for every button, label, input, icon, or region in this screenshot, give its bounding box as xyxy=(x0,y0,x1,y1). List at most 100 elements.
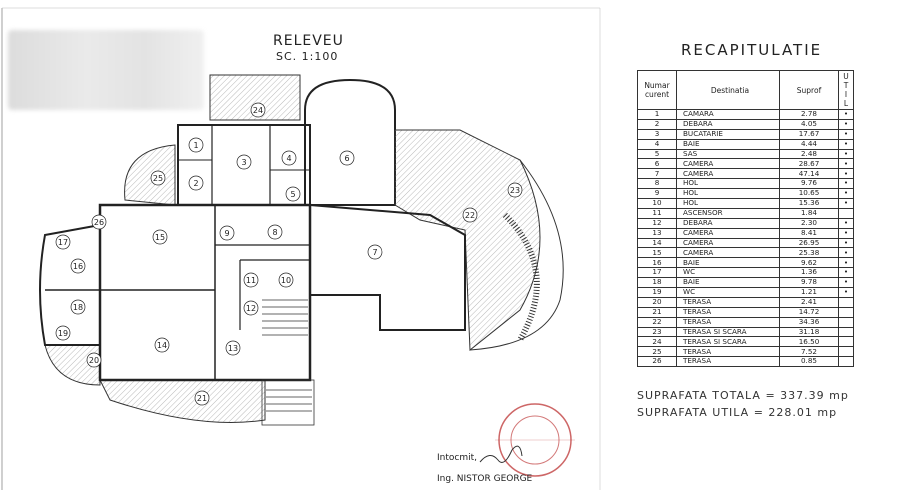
room-label-7: 7 xyxy=(372,248,377,257)
room-label-6: 6 xyxy=(344,154,349,163)
cell-ut: • xyxy=(838,267,854,279)
cell-ut xyxy=(838,296,854,308)
room-label-4: 4 xyxy=(286,154,291,163)
cell-dest: HOL xyxy=(676,188,780,200)
cell-sup: 9.76 xyxy=(779,178,839,190)
total-value: = 337.39 mp xyxy=(765,389,849,402)
cell-dest: TERASA xyxy=(676,316,780,328)
cell-nr: 21 xyxy=(637,306,677,318)
cell-dest: DEBARA xyxy=(676,118,780,130)
room-label-24: 24 xyxy=(253,106,263,115)
floor-plan-drawing: 1 2 3 4 5 6 7 8 9 10 11 12 13 14 15 16 1… xyxy=(1,7,601,490)
cell-sup: 26.95 xyxy=(779,237,839,249)
cell-nr: 8 xyxy=(637,178,677,190)
util-area: SUPRAFATA UTILA = 228.01 mp xyxy=(637,406,837,419)
cell-ut xyxy=(838,346,854,358)
cell-ut: • xyxy=(838,247,854,259)
cell-ut: • xyxy=(838,109,854,120)
cell-nr: 4 xyxy=(637,138,677,150)
cell-ut: • xyxy=(838,227,854,239)
cell-nr: 3 xyxy=(637,128,677,140)
cell-nr: 15 xyxy=(637,247,677,259)
cell-dest: HOL xyxy=(676,178,780,190)
header-nr: Numar curent xyxy=(637,70,677,110)
room-label-21: 21 xyxy=(197,394,207,403)
cell-sup: 2.48 xyxy=(779,148,839,160)
util-label: SUPRAFATA UTILA xyxy=(637,406,750,419)
cell-dest: HOL xyxy=(676,198,780,209)
room-label-16: 16 xyxy=(73,262,83,271)
cell-ut: • xyxy=(838,277,854,289)
room-label-10: 10 xyxy=(281,276,291,285)
cell-nr: 19 xyxy=(637,287,677,298)
plan-scale: SC. 1:100 xyxy=(276,50,339,63)
room-label-14: 14 xyxy=(157,341,167,350)
recap-sheet: RECAPITULATIE Numar curent Destinatia Su… xyxy=(606,0,900,495)
room-label-23: 23 xyxy=(510,186,520,195)
cell-ut xyxy=(838,306,854,318)
cell-dest: ASCENSOR xyxy=(676,207,780,219)
cell-ut: • xyxy=(838,138,854,150)
room-label-17: 17 xyxy=(58,238,68,247)
cell-nr: 2 xyxy=(637,118,677,130)
cell-ut: • xyxy=(838,128,854,140)
cell-sup: 4.44 xyxy=(779,138,839,150)
room-label-18: 18 xyxy=(73,303,83,312)
room-label-11: 11 xyxy=(246,276,256,285)
cell-nr: 13 xyxy=(637,227,677,239)
signature xyxy=(479,445,523,463)
room-label-13: 13 xyxy=(228,344,238,353)
cell-nr: 26 xyxy=(637,356,677,368)
room-label-2: 2 xyxy=(193,179,198,188)
cell-nr: 24 xyxy=(637,336,677,348)
plan-title: RELEVEU xyxy=(273,33,344,49)
cell-nr: 10 xyxy=(637,198,677,209)
cell-ut: • xyxy=(838,198,854,209)
cell-sup: 2.30 xyxy=(779,217,839,229)
cell-nr: 25 xyxy=(637,346,677,358)
cell-sup: 31.18 xyxy=(779,326,839,338)
room-label-22: 22 xyxy=(465,211,475,220)
cell-sup: 1.36 xyxy=(779,267,839,279)
cell-dest: CAMERA xyxy=(676,237,780,249)
room-label-3: 3 xyxy=(241,158,246,167)
cell-nr: 14 xyxy=(637,237,677,249)
recap-title: RECAPITULATIE xyxy=(681,41,823,59)
cell-dest: WC xyxy=(676,287,780,298)
cell-ut: • xyxy=(838,158,854,170)
cell-sup: 10.65 xyxy=(779,188,839,200)
cell-dest: TERASA SI SCARA xyxy=(676,326,780,338)
cell-ut: • xyxy=(838,118,854,130)
cell-sup: 25.38 xyxy=(779,247,839,259)
cell-ut: • xyxy=(838,188,854,200)
room-label-9: 9 xyxy=(224,229,229,238)
header-sup: Suprof xyxy=(779,70,839,110)
cell-nr: 7 xyxy=(637,168,677,180)
cell-ut: • xyxy=(838,168,854,180)
room-label-20: 20 xyxy=(89,356,99,365)
cell-dest: DEBARA xyxy=(676,217,780,229)
cell-ut xyxy=(838,326,854,338)
cell-ut xyxy=(838,356,854,368)
room-label-26: 26 xyxy=(94,218,104,227)
author-name: Ing. NISTOR GEORGE xyxy=(437,474,533,484)
cell-nr: 6 xyxy=(637,158,677,170)
cell-sup: 2.78 xyxy=(779,109,839,120)
